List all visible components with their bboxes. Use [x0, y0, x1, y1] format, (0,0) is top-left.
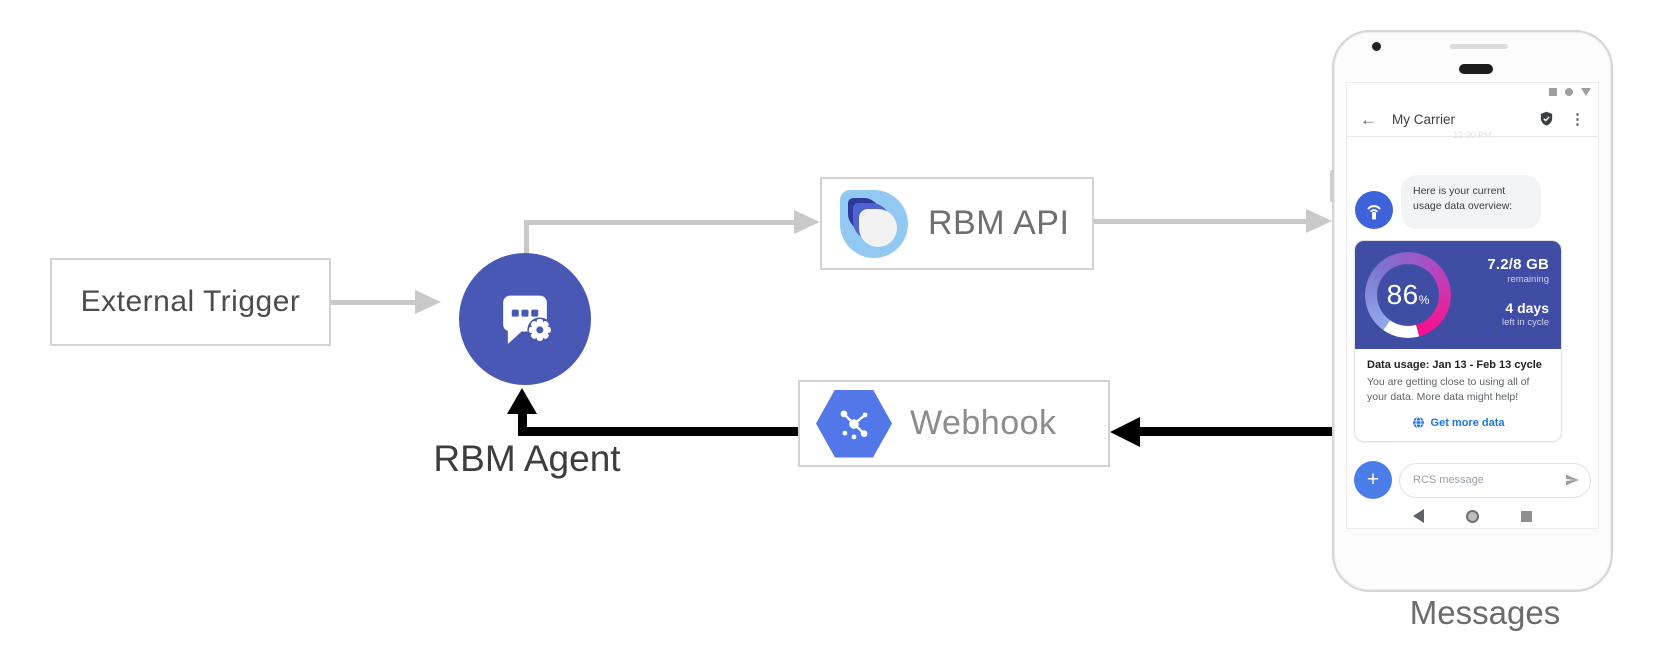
conversation-header: ← My Carrier ⋮ [1347, 101, 1598, 137]
compose-bar: + [1354, 461, 1591, 499]
arrowhead-webhook-to-agent [507, 388, 537, 414]
arrowhead-phone-to-webhook [1110, 417, 1140, 447]
rbm-api-node: RBM API [820, 177, 1094, 270]
agent-message-row: Here is your current usage data overview… [1355, 175, 1541, 229]
cycle-value: 4 days [1505, 300, 1549, 316]
rbm-agent-label: RBM Agent [433, 438, 621, 479]
agent-message-bubble: Here is your current usage data overview… [1401, 175, 1541, 229]
cycle-label: left in cycle [1502, 317, 1549, 328]
external-trigger-label: External Trigger [80, 285, 301, 318]
arrow-webhook-to-agent-vertical [518, 412, 527, 432]
arrowhead-api-to-phone [1306, 209, 1332, 233]
get-more-data-button[interactable]: Get more data [1367, 416, 1549, 429]
remaining-value: 7.2/8 GB [1487, 256, 1549, 273]
rbm-agent-node [459, 253, 591, 385]
arrowhead-agent-to-api [794, 210, 820, 234]
arrow-phone-to-webhook [1138, 427, 1334, 436]
usage-gauge: 86 % [1365, 252, 1451, 338]
arrow-agent-to-api-vertical [524, 222, 529, 255]
rbm-api-logo-icon [840, 189, 908, 258]
nav-home-button[interactable] [1466, 509, 1479, 523]
antenna-icon [1367, 205, 1381, 220]
add-attachment-button[interactable]: + [1354, 461, 1392, 499]
status-triangle-icon [1581, 88, 1591, 96]
rbm-api-label: RBM API [928, 204, 1070, 242]
usage-card-text: You are getting close to using all of yo… [1367, 376, 1530, 404]
nav-recents-button[interactable] [1521, 510, 1532, 522]
header-divider [1347, 136, 1598, 137]
gauge-ring [1365, 252, 1451, 338]
arrow-api-to-phone [1094, 219, 1306, 224]
phone-camera-dot [1372, 42, 1381, 51]
external-trigger-node: External Trigger [50, 258, 331, 346]
status-square-icon [1549, 88, 1557, 96]
gauge-percent-unit: % [1418, 293, 1430, 307]
webhook-hexagon-icon [816, 389, 892, 458]
android-nav-bar [1347, 507, 1598, 525]
arrowhead-trigger-to-agent [415, 290, 441, 314]
arrow-agent-to-api-horizontal [524, 220, 796, 225]
gauge-value: 86 % [1365, 252, 1451, 338]
usage-card-body: Data usage: Jan 13 - Feb 13 cycle You ar… [1355, 349, 1561, 441]
get-more-data-label: Get more data [1430, 416, 1505, 429]
verified-shield-icon[interactable] [1538, 110, 1555, 128]
usage-stats: 7.2/8 GB remaining 4 days left in cycle [1487, 256, 1549, 328]
webhook-node: Webhook [798, 380, 1110, 467]
back-icon[interactable]: ← [1360, 109, 1377, 129]
phone-caption: Messages [1409, 594, 1561, 631]
nav-back-button[interactable] [1413, 509, 1424, 523]
globe-icon [1412, 417, 1424, 429]
carrier-avatar [1355, 191, 1393, 229]
overflow-menu-icon[interactable]: ⋮ [1570, 110, 1585, 128]
message-timestamp: 12:30 PM [1453, 130, 1492, 140]
phone-side-button [1330, 170, 1334, 202]
usage-card-title: Data usage: Jan 13 - Feb 13 cycle [1367, 359, 1542, 371]
gauge-percent: 86 [1386, 279, 1419, 310]
send-icon[interactable] [1564, 472, 1580, 488]
usage-rich-card: 86 % 7.2/8 GB remaining 4 days left in c… [1354, 240, 1562, 443]
remaining-label: remaining [1507, 274, 1549, 285]
usage-card-media: 86 % 7.2/8 GB remaining 4 days left in c… [1355, 241, 1561, 349]
chat-gear-icon [503, 295, 553, 344]
conversation-title: My Carrier [1392, 111, 1455, 127]
message-input-pill [1399, 462, 1591, 498]
phone-screen: ← My Carrier ⋮ 12:30 PM [1346, 82, 1599, 529]
phone-earpiece [1459, 64, 1493, 74]
message-input[interactable] [1413, 474, 1558, 486]
status-bar [1549, 88, 1591, 96]
phone-speaker-slot [1450, 44, 1508, 49]
arrow-webhook-to-agent-horizontal [518, 427, 798, 436]
phone-device: ← My Carrier ⋮ 12:30 PM [1330, 30, 1613, 592]
arrow-trigger-to-agent [331, 300, 415, 305]
status-circle-icon [1565, 88, 1573, 96]
webhook-label: Webhook [910, 404, 1057, 442]
